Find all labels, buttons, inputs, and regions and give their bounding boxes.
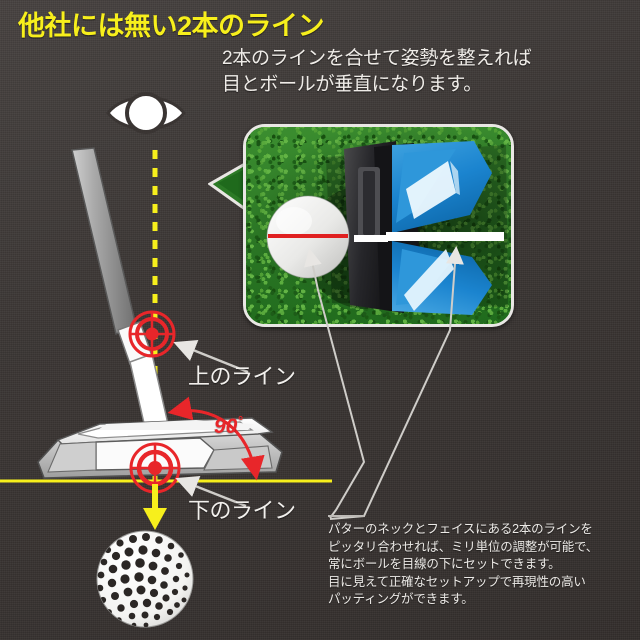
down-to-ball-arrow: [143, 484, 167, 530]
angle-value: 90: [214, 415, 238, 438]
putter-photo-graphics: [266, 141, 508, 315]
leader-line-face: [329, 246, 464, 520]
caption-line-2: ピッタリ合わせれば、ミリ単位の調整が可能で、: [328, 539, 599, 554]
label-upper-line: 上のライン: [188, 364, 296, 389]
caption-block: パターのネックとフェイスにある2本のラインを ピッタリ合わせれば、ミリ単位の調整…: [328, 521, 634, 609]
leader-line-neck: [304, 248, 366, 519]
angle-annotation: 90°: [214, 413, 243, 439]
golf-ball-illustration: [96, 530, 194, 628]
crosshair-target-icon-upper: [128, 310, 176, 358]
subtitle-line-1: 2本のラインを合せて姿勢を整えれば: [222, 48, 532, 69]
putter-face-photo-panel: [243, 124, 514, 327]
eye-icon: [106, 92, 186, 134]
degree-symbol: °: [237, 413, 243, 428]
caption-rule: [328, 515, 364, 517]
subtitle-line-2: 目とボールが垂直になります。: [222, 74, 482, 95]
leader-arrow-upper-line: [173, 340, 249, 374]
caption-line-4: 目に見えて正確なセットアップで再現性の高い: [328, 574, 586, 589]
subtitle-block: 2本のラインを合せて姿勢を整えれば 目とボールが垂直になります。: [222, 46, 532, 98]
label-lower-line: 下のライン: [188, 498, 296, 523]
caption-line-3: 常にボールを目線の下にセットできます。: [328, 557, 561, 572]
page-title: 他社には無い2本のライン: [18, 11, 325, 41]
leader-arrow-lower-line: [175, 475, 247, 508]
caption-line-5: パッティングができます。: [328, 592, 474, 607]
ninety-degree-arc-arrow: [167, 396, 265, 481]
caption-line-1: パターのネックとフェイスにある2本のラインを: [328, 522, 593, 536]
